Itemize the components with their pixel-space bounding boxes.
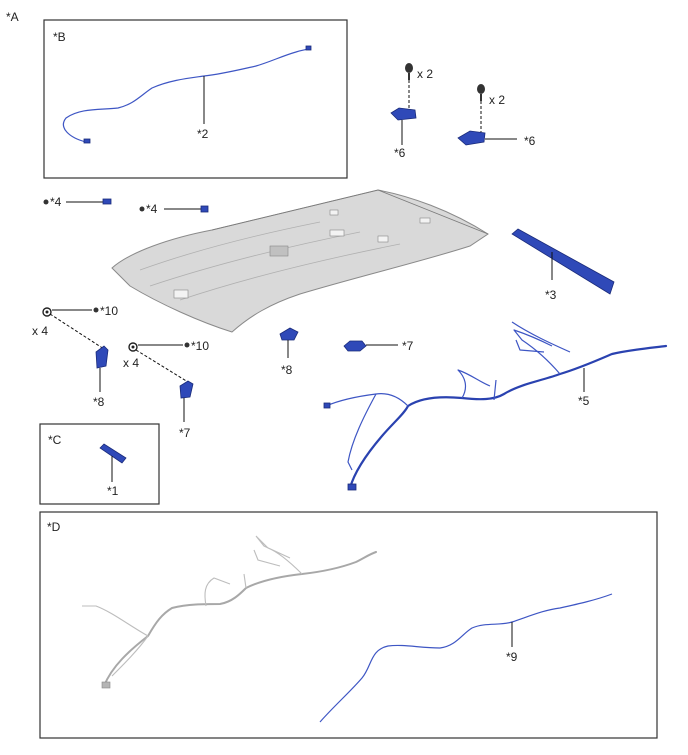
washer-qty-left: x 4 (32, 324, 48, 338)
screw-qty-1: x 2 (417, 67, 433, 81)
callout-8-center: *8 (281, 363, 293, 377)
callout-8-left: *8 (93, 395, 105, 409)
callout-6-right: *6 (524, 134, 536, 148)
callout-5: *5 (578, 394, 590, 408)
box-b-label: *B (53, 30, 66, 44)
callout-10-center: *10 (191, 339, 209, 353)
bracket-7-left: *7 (179, 380, 194, 440)
callout-3: *3 (545, 288, 557, 302)
callout-10-left: *10 (100, 304, 118, 318)
clip-4-center: *4 (139, 202, 209, 216)
callout-4-left: *4 (50, 195, 62, 209)
clip-4-left: *4 (43, 195, 112, 209)
washer-10-left: x 4 *10 (32, 304, 118, 350)
roof-wire-9 (319, 593, 613, 723)
box-d-label: *D (47, 520, 61, 534)
callout-9: *9 (506, 650, 518, 664)
roof-harness-5: *5 (323, 321, 668, 491)
console-bar-3: *3 (511, 228, 615, 302)
callout-7-left: *7 (179, 426, 191, 440)
roof-wire-b (62, 47, 311, 143)
screw-qty-2: x 2 (489, 93, 505, 107)
box-d: *D *9 (39, 511, 658, 739)
washer-qty-center: x 4 (123, 356, 139, 370)
roof-headliner (111, 189, 489, 333)
callout-4-center: *4 (146, 202, 158, 216)
view-a-label: *A (6, 10, 19, 24)
box-c-label: *C (48, 433, 62, 447)
bracket-8-left: *8 (93, 345, 109, 409)
callout-6-left: *6 (394, 146, 406, 160)
callout-2: *2 (197, 127, 209, 141)
bracket-8-center: *8 (279, 327, 299, 377)
bracket-6-right: x 2 *6 (457, 84, 536, 148)
washer-10-center: x 4 *10 (123, 339, 209, 383)
box-c: *C *1 (39, 423, 160, 505)
bracket-7-center: *7 (343, 339, 414, 353)
box-b: *B *2 (43, 19, 348, 179)
callout-1: *1 (107, 484, 119, 498)
callout-7-center: *7 (402, 339, 414, 353)
bracket-6-left: x 2 *6 (390, 63, 433, 160)
